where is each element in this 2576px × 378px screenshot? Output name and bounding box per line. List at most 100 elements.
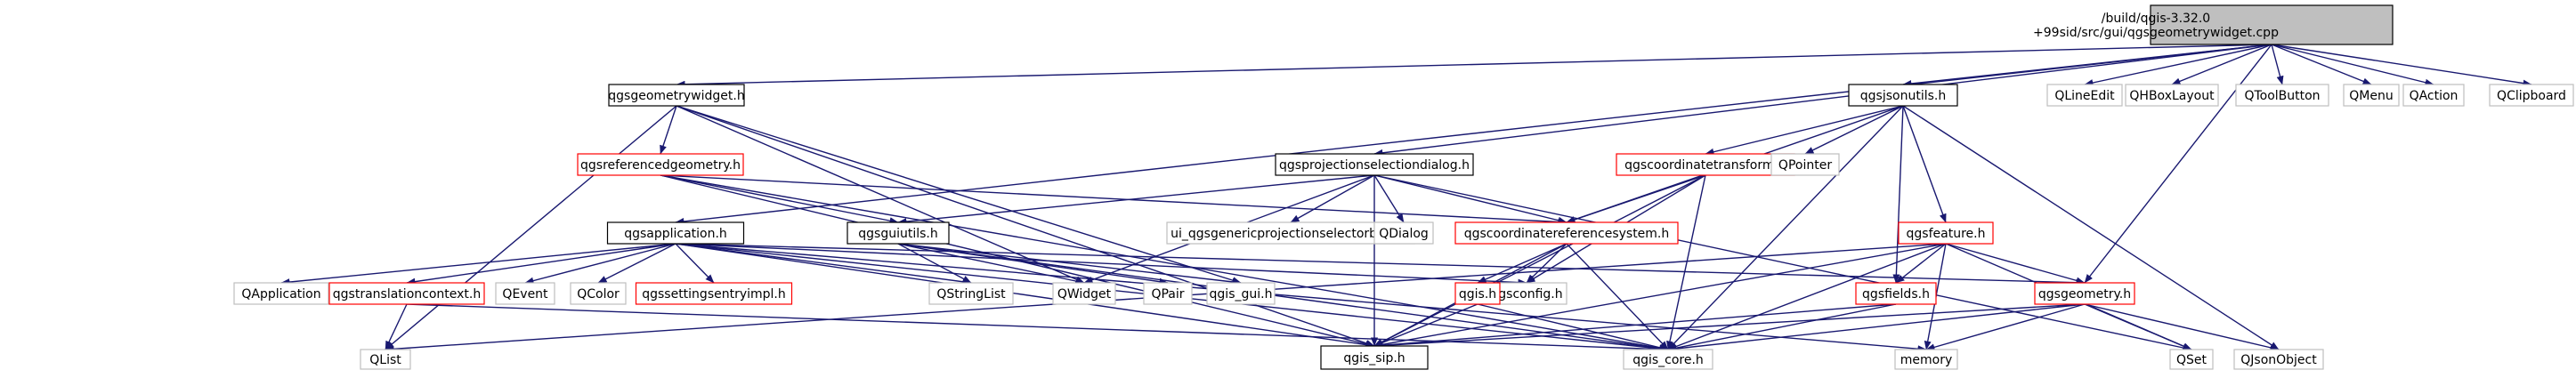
node-box (635, 282, 793, 305)
node-box (2034, 282, 2135, 305)
edge-app-to-qstringlist (675, 243, 972, 286)
node-box (606, 221, 745, 245)
node-qtoolbutton[interactable]: QToolButton (2235, 84, 2329, 107)
node-uiproj[interactable]: ui_qgsgenericprojectionselectorbase.h (1166, 221, 1415, 245)
node-gw[interactable]: qgsgeometrywidget.h (608, 84, 745, 107)
edge-refgeom-to-crs (660, 174, 1567, 226)
node-qlineedit[interactable]: QLineEdit (2046, 84, 2123, 107)
node-label: qgsfields.h (1862, 287, 1930, 302)
node-fields[interactable]: qgsfields.h (1855, 282, 1937, 305)
node-box (2489, 84, 2574, 107)
edge-root-to-qlineedit (2084, 44, 2272, 86)
node-box (1206, 282, 1276, 305)
node-settings[interactable]: qgssettingsentryimpl.h (635, 282, 793, 305)
node-box (233, 282, 329, 305)
node-crs[interactable]: qgscoordinatereferencesystem.h (1454, 221, 1679, 245)
edge-fields-to-core (1667, 303, 1897, 352)
node-cotrans[interactable]: qgscoordinatetransform.h (1616, 153, 1795, 176)
node-refgeom[interactable]: qgsreferencedgeometry.h (577, 153, 744, 176)
node-qcolor[interactable]: QColor (570, 282, 627, 305)
node-box (2046, 84, 2123, 107)
edge-crs-to-qgish (1477, 243, 1567, 284)
node-label: qgsfeature.h (1907, 227, 1986, 241)
edge-root-to-gw (676, 44, 2272, 88)
edge-root-to-geom (2084, 44, 2272, 284)
node-label: qgsguiutils.h (858, 227, 937, 241)
node-qpointer[interactable]: QPointer (1770, 153, 1840, 176)
edge-root-to-qhbox (2171, 44, 2272, 85)
node-label: QToolButton (2244, 89, 2320, 103)
node-label: QSet (2176, 353, 2207, 367)
node-qjson[interactable]: QJsonObject (2233, 349, 2324, 370)
node-qgish[interactable]: qgis.h (1454, 282, 1501, 305)
node-label: qgis_sip.h (1343, 351, 1405, 366)
node-label: QEvent (502, 287, 548, 302)
node-label: QAction (2410, 89, 2459, 103)
edge-root-to-app (675, 44, 2272, 225)
node-qstringlist[interactable]: QStringList (928, 282, 1014, 305)
node-box (1454, 221, 1679, 245)
edge-guiutils-to-core (897, 243, 1669, 352)
edge-guiutils-to-qwidget (897, 243, 1085, 285)
node-box (2402, 84, 2465, 107)
node-memory[interactable]: memory (1894, 349, 1958, 370)
edge-app-to-qcolor (597, 243, 676, 284)
node-root[interactable]: /build/qgis-3.32.0+99sid/src/gui/qgsgeom… (2033, 4, 2394, 45)
edge-qgish-to-sip (1373, 303, 1478, 347)
edge-refgeom-to-guiutils (660, 174, 899, 225)
node-guiutils[interactable]: qgsguiutils.h (847, 221, 950, 245)
edge-app-to-geom (675, 243, 2086, 286)
node-qset[interactable]: QSet (2169, 349, 2214, 370)
node-label: QWidget (1057, 287, 1112, 302)
node-label: QList (369, 353, 401, 367)
edge-json-to-core (1667, 105, 1904, 350)
node-qclipboard[interactable]: QClipboard (2489, 84, 2574, 107)
node-label: qgis.h (1459, 287, 1496, 302)
node-label: QHBoxLayout (2129, 89, 2215, 103)
edge-root-to-projdlg (1373, 44, 2272, 157)
node-projdlg[interactable]: qgsprojectionselectiondialog.h (1275, 153, 1474, 176)
edge-projdlg-to-uiproj (1290, 174, 1375, 223)
edge-app-to-memory (675, 243, 1927, 353)
node-box (2235, 84, 2329, 107)
node-qmenu[interactable]: QMenu (2343, 84, 2400, 107)
node-box (1143, 282, 1193, 305)
node-label: qgssettingsentryimpl.h (642, 287, 786, 302)
node-label: QPointer (1778, 158, 1832, 173)
edge-cotrans-to-crs (1566, 174, 1706, 223)
node-qaction[interactable]: QAction (2402, 84, 2465, 107)
node-gisgui[interactable]: qgis_gui.h (1206, 282, 1276, 305)
node-app[interactable]: qgsapplication.h (606, 221, 745, 245)
edge-geom-to-qjson (2084, 303, 2280, 351)
node-qdialog[interactable]: QDialog (1373, 221, 1434, 245)
node-sip[interactable]: qgis_sip.h (1320, 345, 1429, 370)
node-qwidget[interactable]: QWidget (1052, 282, 1116, 305)
node-qhbox[interactable]: QHBoxLayout (2125, 84, 2219, 107)
node-geom[interactable]: qgsgeometry.h (2034, 282, 2135, 305)
node-label: qgsconfig.h (1490, 287, 1562, 302)
edge-projdlg-to-qset (1373, 174, 2192, 351)
node-core[interactable]: qgis_core.h (1623, 349, 1713, 370)
node-qpair[interactable]: QPair (1143, 282, 1193, 305)
node-box (2233, 349, 2324, 370)
node-box (1770, 153, 1840, 176)
node-qevent[interactable]: QEvent (495, 282, 555, 305)
edge-geom-to-core (1667, 303, 2086, 352)
node-qapp[interactable]: QApplication (233, 282, 329, 305)
node-trans[interactable]: qgstranslationcontext.h (328, 282, 485, 305)
node-label: qgis_gui.h (1210, 287, 1273, 302)
edges-layer (280, 44, 2532, 353)
node-qlist[interactable]: QList (360, 349, 411, 370)
node-box (1855, 282, 1937, 305)
node-label: qgis_core.h (1632, 353, 1704, 367)
node-label: +99sid/src/gui/qgsgeometrywidget.cpp (2033, 26, 2279, 40)
edge-projdlg-to-guiutils (897, 174, 1375, 226)
node-feature[interactable]: qgsfeature.h (1898, 221, 1994, 245)
edge-gw-to-refgeom (660, 105, 677, 155)
edge-cotrans-to-sip (1373, 174, 1706, 347)
edge-geom-to-memory (1925, 303, 2086, 351)
node-box (2150, 4, 2394, 45)
node-label: qgsapplication.h (624, 227, 727, 241)
node-json[interactable]: qgsjsonutils.h (1848, 84, 1958, 107)
